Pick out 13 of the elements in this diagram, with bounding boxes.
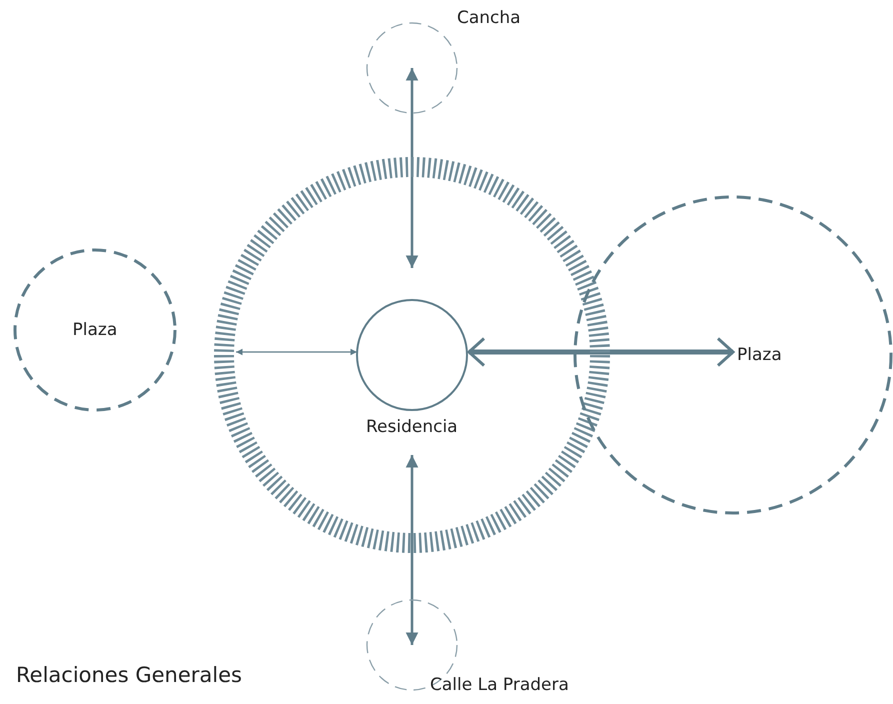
double-arrow <box>406 455 418 645</box>
node-label: Cancha <box>457 8 521 28</box>
dashed-circle <box>572 194 893 516</box>
hatched-ring <box>212 155 612 555</box>
double-arrow <box>468 337 734 367</box>
node-label: Plaza <box>737 345 782 365</box>
double-arrow <box>236 348 357 356</box>
node-label: Calle La Pradera <box>430 675 569 695</box>
node-label: Plaza <box>72 320 118 340</box>
node-label: Residencia <box>366 417 458 437</box>
double-arrow <box>406 68 418 268</box>
dashed-circle <box>12 247 178 413</box>
diagram-title: Relaciones Generales <box>16 663 242 687</box>
